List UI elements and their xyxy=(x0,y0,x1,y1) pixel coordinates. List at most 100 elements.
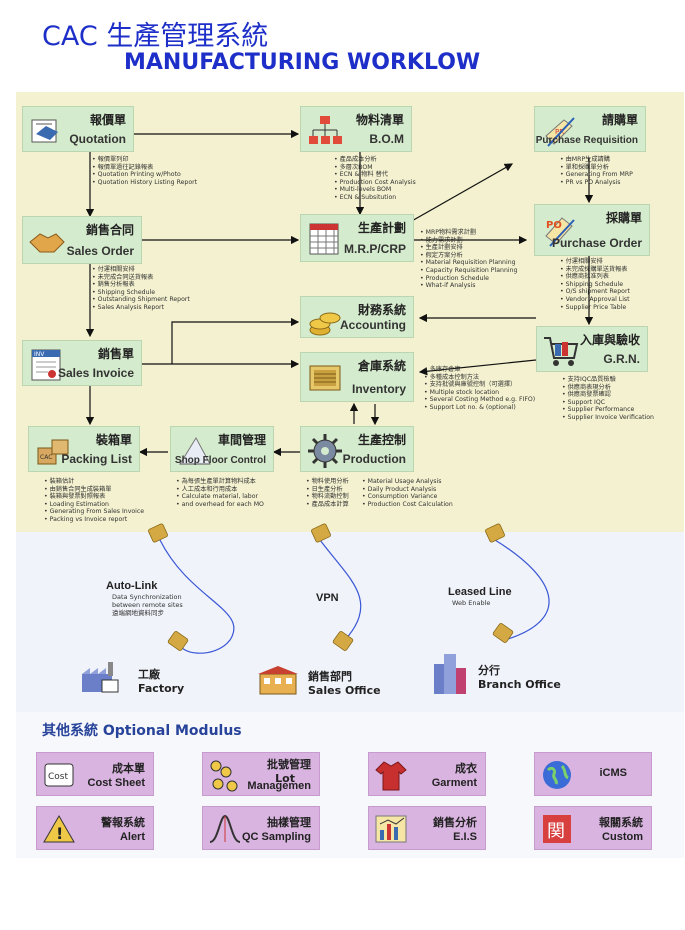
bom-zh: 物料清單 xyxy=(355,113,404,127)
sales-order-zh: 銷售合同 xyxy=(85,223,134,237)
accounting-zh: 財務系統 xyxy=(357,303,406,317)
gear-icon xyxy=(308,434,342,468)
inventory-zh: 倉庫系統 xyxy=(357,359,406,373)
packing-list-zh: 裝箱單 xyxy=(95,433,132,447)
production-notes-en: Material Usage AnalysisDaily Product Ana… xyxy=(362,478,453,508)
mrp-zh: 生產計劃 xyxy=(357,221,406,235)
purchase-requisition-zh: 請購單 xyxy=(601,113,638,127)
document-pen-icon: PO xyxy=(545,217,575,247)
optional-title: 其他系統 Optional Modulus xyxy=(42,723,242,739)
bom-notes: 產品成本分析多層次BOMECN & 物料 替代Production Cost A… xyxy=(334,156,416,202)
network-panel xyxy=(16,532,684,712)
coins-icon xyxy=(309,312,341,336)
module-mrp[interactable]: 生產計劃 M.R.P/CRP xyxy=(300,214,414,262)
svg-text:PO: PO xyxy=(546,220,562,231)
optional-alert[interactable]: ! 警報系統 Alert xyxy=(36,806,154,850)
title-english: MANUFACTURING WORKLOW xyxy=(124,50,481,75)
bom-en: B.O.M xyxy=(369,132,404,146)
svg-text:!: ! xyxy=(56,824,63,843)
svg-text:Cost: Cost xyxy=(48,772,68,782)
module-sales-order[interactable]: 銷售合同 Sales Order xyxy=(22,216,142,264)
leased-line-notes: Web Enable xyxy=(452,599,491,607)
sales-invoice-zh: 銷售單 xyxy=(97,347,134,361)
module-purchase-order[interactable]: PO 採購單 Purchase Order xyxy=(534,204,650,256)
module-production[interactable]: 生產控制 Production xyxy=(300,426,414,472)
chart-icon xyxy=(375,815,407,843)
cost-icon: Cost xyxy=(44,763,74,787)
sales-office-icon xyxy=(258,666,298,695)
hierarchy-icon xyxy=(309,116,342,144)
handshake-icon xyxy=(31,119,58,143)
sales-order-notes: 付運相關安排未完成合同送貨報表銷售分析報表Shipping ScheduleOu… xyxy=(92,266,190,312)
optional-garment[interactable]: 成衣 Garment xyxy=(368,752,486,796)
module-accounting[interactable]: 財務系統 Accounting xyxy=(300,296,414,338)
purchase-order-notes: 付運相關安排未完成採購單送貨報表供應商批准列表Shipping Schedule… xyxy=(560,258,630,311)
shop-floor-en: Shop Floor Control xyxy=(174,455,266,466)
quotation-en: Quotation xyxy=(69,132,126,146)
svg-text:PR: PR xyxy=(555,128,564,136)
shop-floor-notes: 為每張生產單計算物料成本人工成本和行用成本Calculate material,… xyxy=(176,478,264,508)
module-bom[interactable]: 物料清單 B.O.M xyxy=(300,106,412,152)
optional-eis[interactable]: 銷售分析 E.I.S xyxy=(368,806,486,850)
autolink-label: Auto-Link xyxy=(106,580,158,592)
alert-icon: ! xyxy=(43,814,75,843)
warehouse-icon xyxy=(309,365,341,391)
mrp-notes: MRP物料需求計劃能力需求計劃生產計劃安排假定方案分析Material Requ… xyxy=(420,229,518,290)
calendar-icon xyxy=(309,223,339,255)
svg-text:INV: INV xyxy=(34,351,45,358)
quotation-notes: 報價單列印報價單過往記錄報表Quotation Printing w/Photo… xyxy=(92,156,197,186)
boxes-icon: CAC xyxy=(37,439,69,465)
module-shop-floor[interactable]: 車間管理 Shop Floor Control xyxy=(170,426,274,472)
module-purchase-requisition[interactable]: PR 請購單 Purchase Requisition xyxy=(534,106,646,152)
title-chinese: CAC 生產管理系統 xyxy=(42,21,269,52)
inventory-notes: 多庫存倉庫多種成本控制方法支持批號與庫號控制（可選擇）Multiple stoc… xyxy=(424,366,536,412)
inventory-en: Inventory xyxy=(351,382,406,396)
triangle-ruler-icon xyxy=(179,436,211,465)
document-pen-icon: PR xyxy=(545,117,575,147)
grn-zh: 入庫與驗收 xyxy=(579,333,640,347)
svg-text:CAC: CAC xyxy=(40,454,52,461)
qc-icon xyxy=(209,814,241,843)
svg-text:関: 関 xyxy=(547,821,565,842)
optional-cost-sheet[interactable]: Cost 成本單 Cost Sheet xyxy=(36,752,154,796)
branch-office-icon xyxy=(434,654,466,694)
module-sales-invoice[interactable]: INV 銷售單 Sales Invoice xyxy=(22,340,142,386)
custom-icon: 関 xyxy=(543,815,571,843)
purchase-requisition-en: Purchase Requisition xyxy=(535,135,638,146)
garment-icon xyxy=(375,761,407,791)
handshake-icon xyxy=(29,233,65,253)
shop-floor-zh: 車間管理 xyxy=(217,433,266,447)
purchase-order-zh: 採購單 xyxy=(605,211,642,225)
packing-list-en: Packing List xyxy=(61,452,132,466)
accounting-en: Accounting xyxy=(340,318,406,332)
module-packing-list[interactable]: CAC 裝箱單 Packing List xyxy=(28,426,140,472)
cart-icon xyxy=(544,337,579,366)
production-en: Production xyxy=(342,452,406,466)
grn-notes: 支持IQC品質檢驗供應商表現分析供應商發票確認Support IQCSuppli… xyxy=(562,376,654,422)
leased-line-label: Leased Line xyxy=(448,586,512,598)
production-zh: 生產控制 xyxy=(357,433,406,447)
globe-icon xyxy=(543,761,571,789)
sales-invoice-en: Sales Invoice xyxy=(57,366,134,380)
production-notes-zh: 物料使用分析日生產分析物料流動控制產品成本計算 xyxy=(306,478,349,508)
module-quotation[interactable]: 報價單 Quotation xyxy=(22,106,134,152)
optional-qc-sampling[interactable]: 抽樣管理 QC Sampling xyxy=(202,806,320,850)
purchase-requisition-notes: 由MRP生成請購單和採購單分析Generating From MRPPR vs … xyxy=(560,156,633,186)
factory-icon xyxy=(82,662,119,693)
sales-order-en: Sales Order xyxy=(66,244,134,258)
optional-custom[interactable]: 関 報關系統 Custom xyxy=(534,806,652,850)
optional-icms[interactable]: iCMS xyxy=(534,752,652,796)
mrp-en: M.R.P/CRP xyxy=(343,242,406,256)
grn-en: G.R.N. xyxy=(603,352,640,366)
packing-list-notes: 裝箱估計由銷售合同生成裝箱單裝箱與發票對照報表Loading Estimatio… xyxy=(44,478,144,524)
vpn-label: VPN xyxy=(316,592,339,604)
module-inventory[interactable]: 倉庫系統 Inventory xyxy=(300,352,414,402)
purchase-order-en: Purchase Order xyxy=(551,236,642,250)
module-grn[interactable]: 入庫與驗收 G.R.N. xyxy=(536,326,648,372)
lot-icon xyxy=(210,760,238,792)
